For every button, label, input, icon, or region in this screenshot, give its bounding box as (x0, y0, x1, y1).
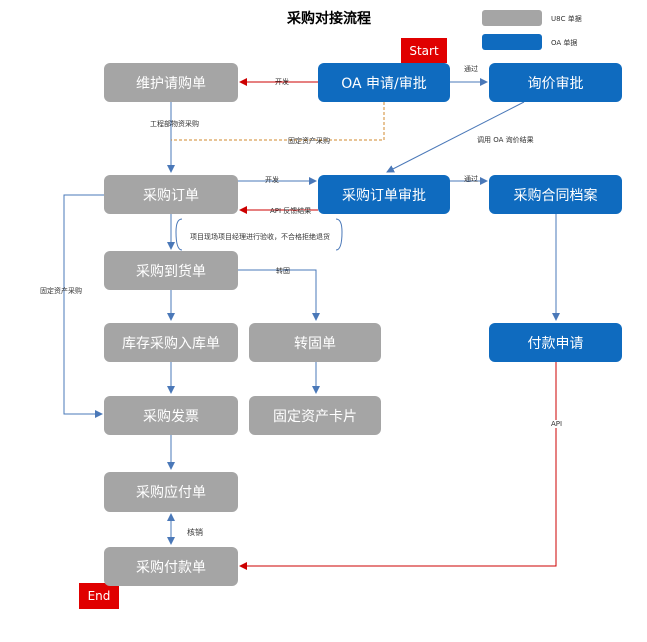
label-pass-2: 通过 (464, 175, 478, 183)
label-fixed-asset-purchase-2: 固定资产采购 (40, 287, 82, 295)
label-call-oa-inquiry: 调用 OA 询价结果 (477, 136, 534, 144)
legend-u8c-label: U8C 单据 (551, 15, 582, 23)
label-develop-2: 开发 (265, 176, 279, 184)
node-payable: 采购应付单 (104, 472, 238, 512)
label-write-off: 核销 (187, 528, 203, 537)
label-pass-1: 通过 (464, 65, 478, 73)
label-transfer: 转固 (276, 267, 290, 275)
diagram-title: 采购对接流程 (287, 11, 371, 27)
start-tag: Start (401, 38, 447, 63)
node-oa-request: OA 申请/审批 (318, 63, 450, 102)
label-engineering: 工程部物资采购 (150, 120, 199, 128)
node-arrival: 采购到货单 (104, 251, 238, 290)
label-site-note: 项目现场项目经理进行验收，不合格拒绝退货 (190, 233, 330, 241)
node-transfer-fixed: 转固单 (249, 323, 381, 362)
node-stock-in: 库存采购入库单 (104, 323, 238, 362)
node-payment-request: 付款申请 (489, 323, 622, 362)
label-develop-1: 开发 (275, 78, 289, 86)
end-tag: End (79, 583, 119, 609)
node-maintain-request: 维护请购单 (104, 63, 238, 102)
node-contract-archive: 采购合同档案 (489, 175, 622, 214)
node-payment: 采购付款单 (104, 547, 238, 586)
label-api: API (551, 420, 563, 428)
node-invoice: 采购发票 (104, 396, 238, 435)
node-fixed-asset-card: 固定资产卡片 (249, 396, 381, 435)
node-po-approval: 采购订单审批 (318, 175, 450, 214)
legend-u8c-swatch (482, 10, 542, 26)
label-fixed-asset-purchase-1: 固定资产采购 (288, 137, 330, 145)
node-inquiry-approval: 询价审批 (489, 63, 622, 102)
label-api-feedback: API 反馈结果 (270, 207, 312, 215)
node-purchase-order: 采购订单 (104, 175, 238, 214)
legend-oa-label: OA 单据 (551, 39, 578, 47)
legend-oa-swatch (482, 34, 542, 50)
